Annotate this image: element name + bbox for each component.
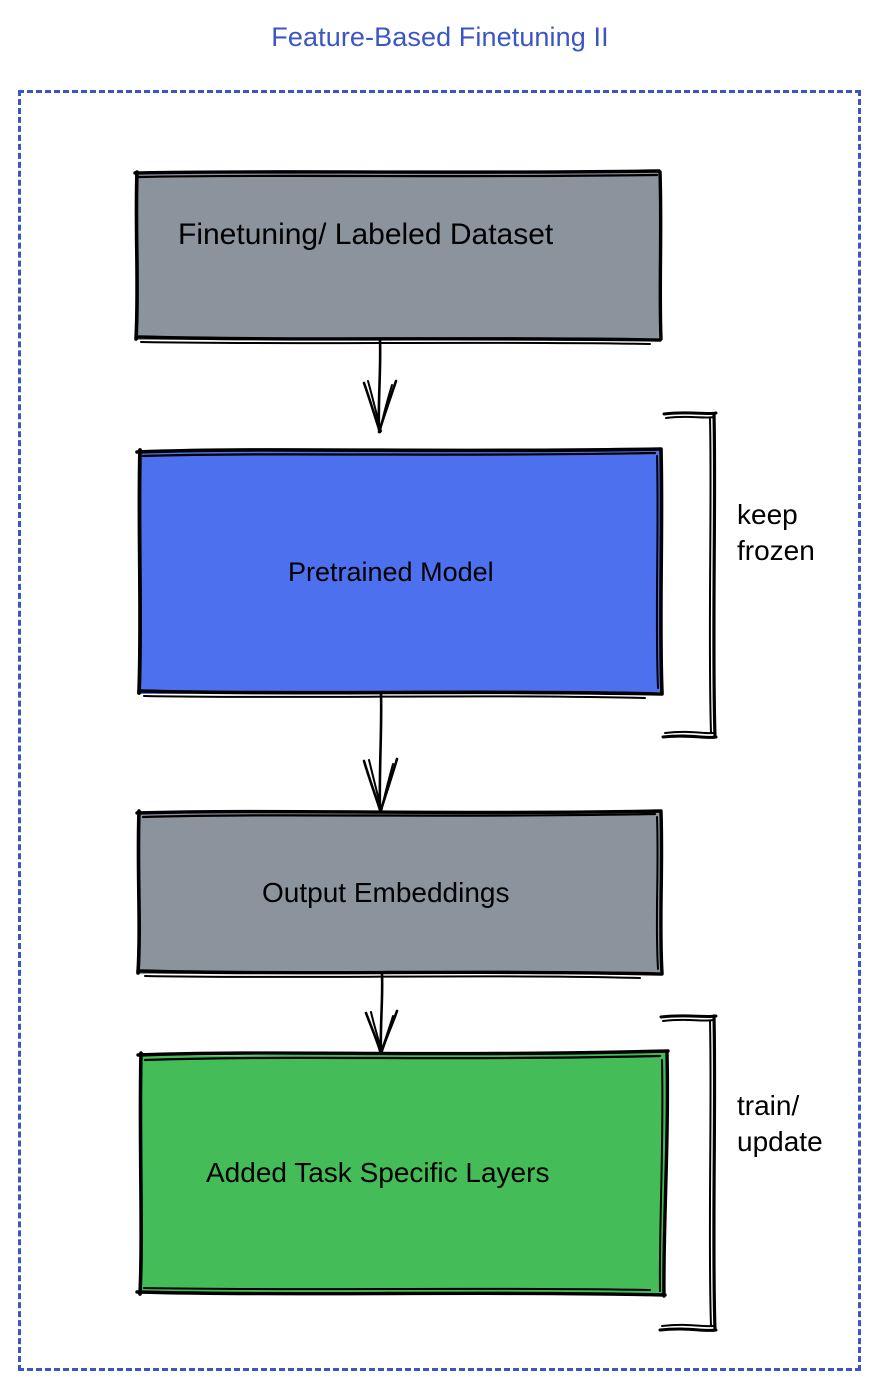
annotation-train-update: train/ update	[737, 1090, 823, 1157]
annotation-keep-frozen: keep frozen	[737, 499, 815, 566]
outer-dashed-frame	[18, 90, 861, 1371]
page-title: Feature-Based Finetuning II	[271, 22, 609, 52]
